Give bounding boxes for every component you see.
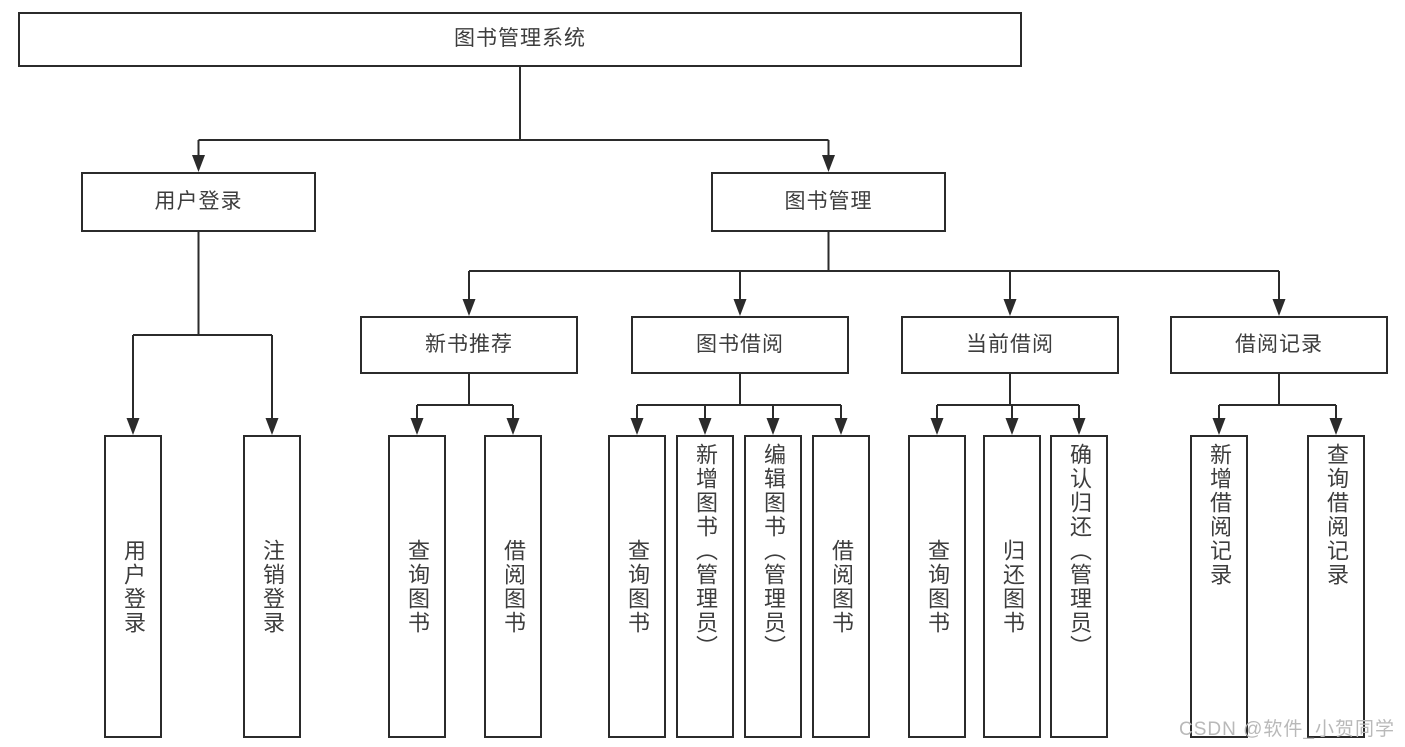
watermark-label: CSDN @软件_小贺同学: [1179, 719, 1395, 740]
node-label: 用户登录: [121, 538, 146, 635]
node-label: 新增图书（管理员）: [693, 443, 718, 659]
node-leaf-query-record[interactable]: 查询借阅记录: [1307, 435, 1365, 738]
node-label: 用户登录: [154, 189, 243, 213]
node-label: 注销登录: [260, 538, 285, 635]
node-label: 当前借阅: [966, 332, 1054, 356]
arrow-head-icon: [698, 418, 712, 435]
arrow-head-icon: [766, 418, 780, 435]
arrow-head-icon: [126, 418, 140, 435]
node-new-book-rec[interactable]: 新书推荐: [360, 316, 578, 374]
node-label: 借阅图书: [829, 538, 854, 635]
node-book-mgmt[interactable]: 图书管理: [711, 172, 946, 232]
node-label: 图书管理: [784, 189, 873, 213]
node-leaf-query-book-3[interactable]: 查询图书: [908, 435, 966, 738]
node-root[interactable]: 图书管理系统: [18, 12, 1022, 67]
node-leaf-add-record[interactable]: 新增借阅记录: [1190, 435, 1248, 738]
node-leaf-return-book[interactable]: 归还图书: [983, 435, 1041, 738]
node-current-borrow[interactable]: 当前借阅: [901, 316, 1119, 374]
node-leaf-borrow-book-1[interactable]: 借阅图书: [484, 435, 542, 738]
arrow-head-icon: [822, 155, 835, 172]
arrow-head-icon: [1272, 299, 1286, 316]
arrow-head-icon: [506, 418, 520, 435]
node-leaf-add-book[interactable]: 新增图书（管理员）: [676, 435, 734, 738]
node-label: 借阅记录: [1235, 332, 1323, 356]
node-user-login[interactable]: 用户登录: [81, 172, 316, 232]
arrow-head-icon: [1329, 418, 1343, 435]
arrow-head-icon: [1072, 418, 1086, 435]
node-leaf-edit-book[interactable]: 编辑图书（管理员）: [744, 435, 802, 738]
arrow-head-icon: [733, 299, 747, 316]
node-leaf-user-login[interactable]: 用户登录: [104, 435, 162, 738]
node-leaf-query-book-2[interactable]: 查询图书: [608, 435, 666, 738]
node-label: 新增借阅记录: [1207, 443, 1232, 587]
arrow-head-icon: [930, 418, 944, 435]
arrow-head-icon: [192, 155, 205, 172]
node-book-borrow[interactable]: 图书借阅: [631, 316, 849, 374]
node-label: 查询图书: [405, 538, 430, 635]
node-label: 查询图书: [625, 538, 650, 635]
node-label: 编辑图书（管理员）: [761, 443, 786, 659]
node-label: 新书推荐: [425, 332, 513, 356]
arrow-head-icon: [410, 418, 424, 435]
arrow-head-icon: [630, 418, 644, 435]
node-label: 查询借阅记录: [1324, 443, 1349, 587]
node-label: 借阅图书: [501, 538, 526, 635]
arrow-head-icon: [1003, 299, 1017, 316]
arrow-head-icon: [1212, 418, 1226, 435]
node-leaf-logout[interactable]: 注销登录: [243, 435, 301, 738]
arrow-head-icon: [834, 418, 848, 435]
node-borrow-record[interactable]: 借阅记录: [1170, 316, 1388, 374]
node-label: 归还图书: [1000, 538, 1025, 635]
node-label: 查询图书: [925, 538, 950, 635]
node-leaf-confirm-return[interactable]: 确认归还（管理员）: [1050, 435, 1108, 738]
node-label: 图书管理系统: [454, 27, 586, 51]
arrow-head-icon: [1005, 418, 1019, 435]
arrow-head-icon: [462, 299, 476, 316]
node-leaf-borrow-book-2[interactable]: 借阅图书: [812, 435, 870, 738]
node-label: 图书借阅: [696, 332, 784, 356]
node-label: 确认归还（管理员）: [1067, 443, 1092, 659]
arrow-head-icon: [265, 418, 279, 435]
node-leaf-query-book-1[interactable]: 查询图书: [388, 435, 446, 738]
